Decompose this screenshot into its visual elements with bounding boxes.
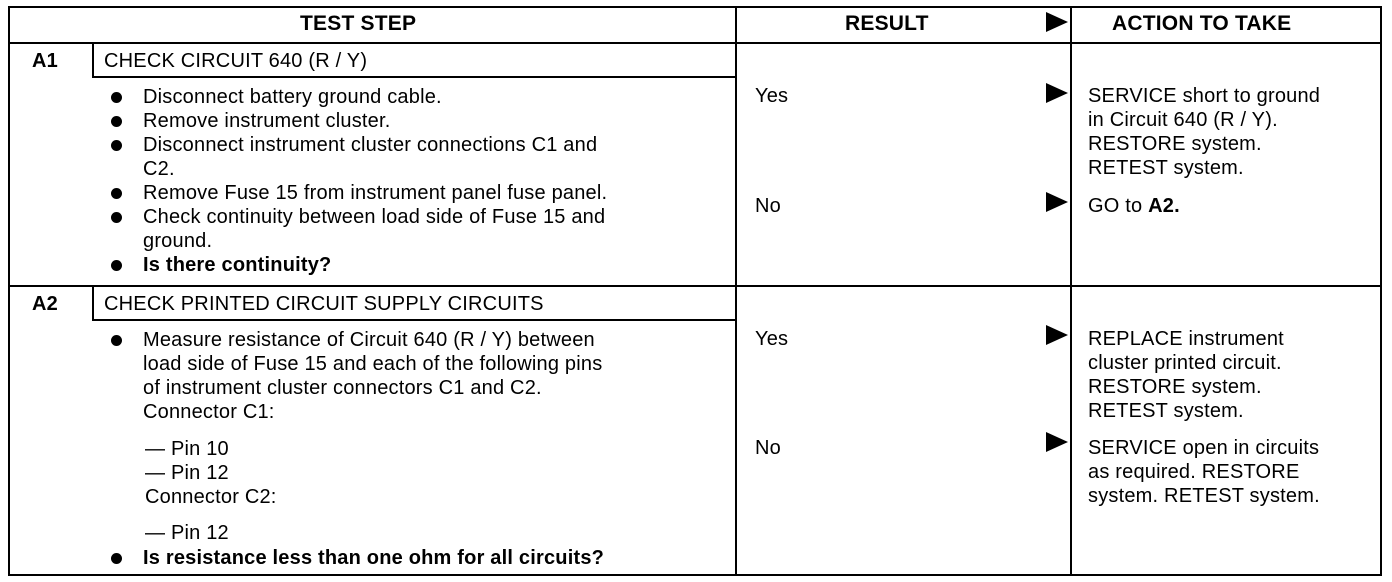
a2-title-underline xyxy=(92,319,737,321)
result-arrow-icon xyxy=(1046,325,1068,345)
a2-result-no: No xyxy=(755,437,781,459)
step-id-a2: A2 xyxy=(32,293,58,315)
result-arrow-icon xyxy=(1046,83,1068,103)
header-action: ACTION TO TAKE xyxy=(1112,12,1292,35)
step-id-a1: A1 xyxy=(32,50,58,72)
a1-action-no: GO to A2. xyxy=(1088,195,1180,217)
bullet-icon xyxy=(111,92,122,103)
header-divider xyxy=(8,42,1382,44)
bullet-icon xyxy=(111,116,122,127)
a1-action-yes: SERVICE short to ground in Circuit 640 (… xyxy=(1088,85,1321,179)
a1-bullet-3: Disconnect instrument cluster connection… xyxy=(143,134,598,180)
step-title-a2: CHECK PRINTED CIRCUIT SUPPLY CIRCUITS xyxy=(104,293,544,315)
a2-action-no: SERVICE open in circuits as required. RE… xyxy=(1088,437,1320,507)
a2-c1-pin-10: — Pin 10 xyxy=(145,438,229,460)
step-divider xyxy=(8,285,1382,287)
id-divider-a2 xyxy=(92,285,94,321)
col-divider-result xyxy=(735,6,737,576)
bullet-icon xyxy=(111,553,122,564)
goto-step-link: A2. xyxy=(1148,195,1180,217)
header-test-step: TEST STEP xyxy=(300,12,417,35)
a2-result-yes: Yes xyxy=(755,328,789,350)
bullet-icon xyxy=(111,140,122,151)
header-arrow-icon xyxy=(1046,12,1068,32)
a1-bullet-1: Disconnect battery ground cable. xyxy=(143,86,442,108)
a1-result-yes: Yes xyxy=(755,85,789,107)
result-arrow-icon xyxy=(1046,192,1068,212)
col-divider-action xyxy=(1070,6,1072,576)
a1-title-underline xyxy=(92,76,737,78)
a1-question: Is there continuity? xyxy=(143,254,332,276)
a1-bullet-2: Remove instrument cluster. xyxy=(143,110,391,132)
result-arrow-icon xyxy=(1046,432,1068,452)
a2-bullet-main: Measure resistance of Circuit 640 (R / Y… xyxy=(143,329,603,423)
bullet-icon xyxy=(111,188,122,199)
a2-connector-c2: Connector C2: xyxy=(145,486,277,508)
a2-action-yes: REPLACE instrument cluster printed circu… xyxy=(1088,328,1284,422)
header-result: RESULT xyxy=(845,12,929,35)
a2-question: Is resistance less than one ohm for all … xyxy=(143,547,605,569)
bullet-icon xyxy=(111,260,122,271)
step-title-a1: CHECK CIRCUIT 640 (R / Y) xyxy=(104,50,368,72)
id-divider-a1 xyxy=(92,42,94,78)
a2-c1-pin-12: — Pin 12 xyxy=(145,462,229,484)
bullet-icon xyxy=(111,212,122,223)
a1-result-no: No xyxy=(755,195,781,217)
a1-bullet-5: Check continuity between load side of Fu… xyxy=(143,206,606,252)
a2-c2-pin-12: — Pin 12 xyxy=(145,522,229,544)
a1-bullet-4: Remove Fuse 15 from instrument panel fus… xyxy=(143,182,608,204)
bullet-icon xyxy=(111,335,122,346)
table-frame xyxy=(8,6,1382,576)
